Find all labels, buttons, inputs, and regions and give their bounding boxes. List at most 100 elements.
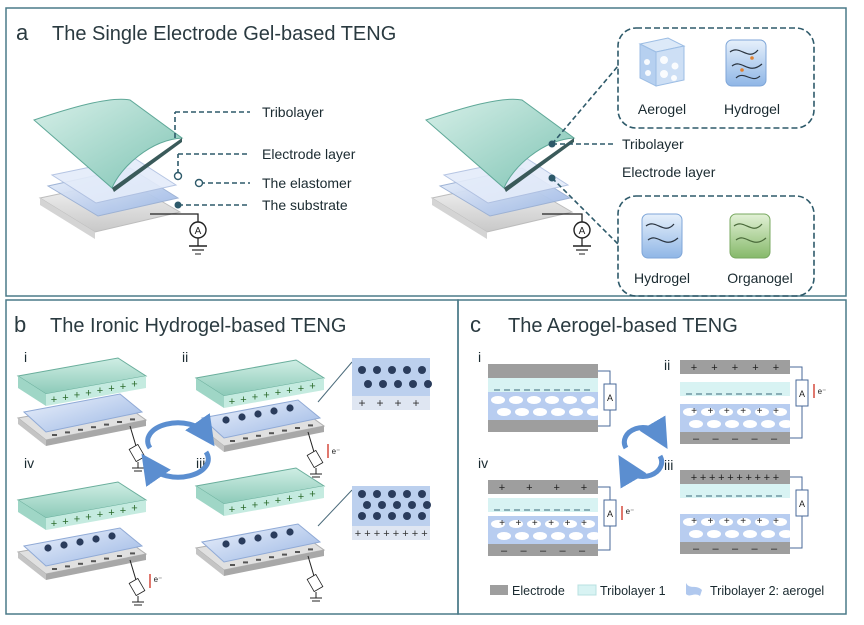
pore: [719, 408, 733, 416]
ammeter-label: A: [607, 509, 613, 519]
left-layer-stack: [33, 98, 184, 239]
step-c-i: i: [478, 349, 481, 365]
ammeter-label: A: [607, 393, 613, 403]
plus-charge: +: [240, 502, 246, 514]
cycle-arrows-c: [618, 415, 668, 489]
panel-a-frame: [5, 7, 847, 297]
electron-label: e⁻: [332, 447, 341, 456]
bottom-electrode: [488, 544, 598, 556]
anion: [408, 501, 416, 509]
plus-charge: +: [755, 472, 761, 484]
pore: [587, 532, 601, 540]
plus-charge: +: [700, 472, 706, 484]
anion: [254, 410, 262, 418]
charge-mark: [78, 428, 83, 431]
ammeter-left: A: [150, 213, 207, 255]
wire: [790, 476, 803, 490]
pore: [527, 396, 541, 404]
pore: [515, 408, 529, 416]
minus-charge: –: [520, 545, 527, 557]
plus-charge: +: [764, 472, 770, 484]
plus-charge: +: [229, 396, 235, 408]
charge-mark: [230, 440, 235, 442]
plus-charge: +: [773, 472, 779, 484]
anion: [418, 490, 426, 498]
hydrogel-devices: ++++++++++++++++e⁻++++++++++++++++e⁻: [16, 357, 341, 606]
pore: [755, 408, 769, 416]
charge-mark: [243, 437, 248, 440]
ammeter-label: A: [799, 389, 805, 399]
label-substrate: The substrate: [262, 197, 348, 213]
top-electrode: [488, 364, 598, 378]
plus-charge: +: [707, 406, 713, 417]
pore: [719, 518, 733, 526]
charge-mark: [104, 557, 109, 560]
leader-dot-substrate: [174, 201, 182, 209]
anion: [403, 512, 411, 520]
label-electrode: Electrode layer: [262, 146, 356, 162]
panel-c-frame: [457, 299, 847, 615]
panel-b-title: The Ironic Hydrogel-based TENG: [50, 315, 346, 337]
anion: [424, 380, 432, 388]
step-b-iii: iii: [196, 455, 205, 471]
pore: [527, 520, 541, 528]
charge-mark: [230, 564, 235, 566]
pore: [725, 530, 739, 538]
plus-charge: +: [286, 385, 292, 397]
charge-mark: [243, 561, 248, 564]
zoom-inset-bottom: ++++++++: [317, 486, 431, 540]
plus-charge: +: [383, 528, 389, 540]
zoom-inset-top: ++++: [317, 358, 432, 410]
tribolayer-1: [680, 382, 790, 396]
plus-charge: +: [736, 472, 742, 484]
pore: [581, 520, 595, 528]
anion: [409, 380, 417, 388]
top-electrode: [680, 360, 790, 374]
plus-charge: +: [757, 406, 763, 417]
pore: [533, 532, 547, 540]
pore: [497, 408, 511, 416]
anion: [388, 512, 396, 520]
anion: [378, 501, 386, 509]
pore: [737, 518, 751, 526]
plus-charge: +: [412, 528, 418, 540]
bottom-electrode: [488, 420, 598, 432]
plus-charge: +: [120, 505, 126, 517]
hydrogel-device: ++++++++e⁻: [16, 481, 162, 606]
hydrogel-cube-bottom-icon: [641, 213, 683, 259]
pore: [569, 532, 583, 540]
pore: [689, 420, 703, 428]
charge-mark: [295, 551, 300, 553]
anion: [60, 541, 68, 549]
label-elastomer: The elastomer: [262, 175, 352, 191]
anion: [270, 407, 278, 415]
plus-charge: +: [393, 528, 399, 540]
minus-charge: –: [579, 545, 586, 557]
plus-charge: +: [374, 528, 380, 540]
minus-charge: –: [751, 543, 758, 555]
pore: [743, 420, 757, 428]
plus-charge: +: [773, 516, 779, 527]
aerogel-device: A: [488, 364, 617, 432]
electron-label: e⁻: [626, 507, 635, 516]
pore: [491, 396, 505, 404]
plus-charge: +: [711, 362, 717, 374]
pore: [551, 532, 565, 540]
aerogel-device: ++++++++++++++++–––––A: [680, 470, 809, 555]
minus-charge: –: [732, 433, 739, 445]
minus-charge: –: [693, 433, 700, 445]
anion: [373, 490, 381, 498]
anion: [403, 366, 411, 374]
pore: [779, 530, 793, 538]
substrate-edge: [40, 198, 95, 239]
hydrogel-device: ++++++++: [194, 467, 326, 602]
plus-charge: +: [263, 497, 269, 509]
plus-charge: +: [773, 362, 779, 374]
step-b-i: i: [24, 349, 27, 365]
charge-mark: [295, 427, 300, 429]
plus-charge: +: [376, 396, 383, 410]
plus-charge: +: [740, 406, 746, 417]
